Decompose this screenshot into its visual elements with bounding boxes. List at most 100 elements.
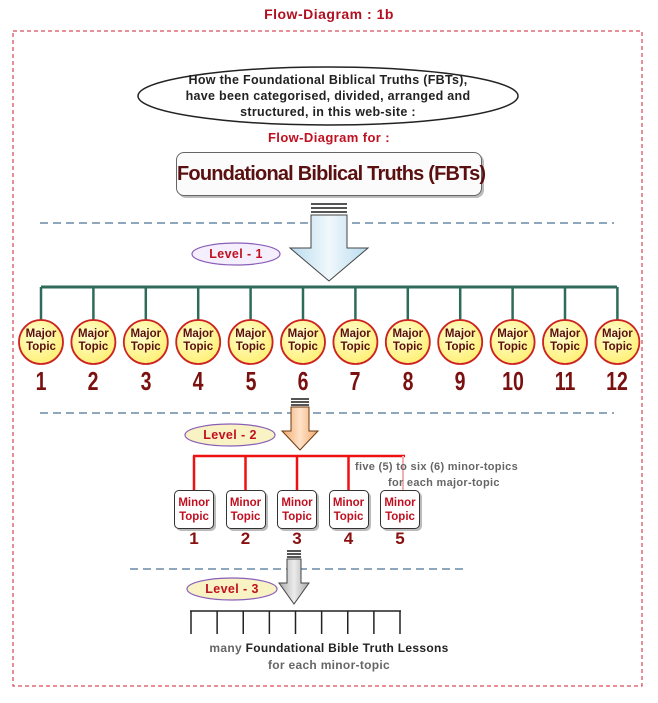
minor-topic-number: 5 xyxy=(395,529,405,548)
lessons-comb xyxy=(190,610,401,634)
major-topic-number: 12 xyxy=(606,366,629,396)
major-topic-word: Topic xyxy=(392,341,423,353)
major-topic-word: Major xyxy=(78,328,109,340)
major-topic-circle xyxy=(542,319,588,365)
major-topic-word: Major xyxy=(444,328,476,340)
major-topic-circle xyxy=(384,319,431,365)
level-3-badge xyxy=(186,577,278,601)
major-topic-number: 8 xyxy=(402,366,414,396)
major-topic-circle xyxy=(332,319,379,365)
major-topic-number: 5 xyxy=(245,366,257,396)
major-topic-word: Major xyxy=(602,328,633,340)
major-topic-branches xyxy=(39,287,619,320)
minor-topic-word: Minor xyxy=(178,497,210,509)
major-topic-word: Major xyxy=(235,328,266,340)
minor-topic-tree xyxy=(193,454,405,493)
intro-line-2: have been categorised, divided, arranged… xyxy=(185,89,471,103)
major-topic-word: Topic xyxy=(445,341,476,353)
flow-diagram-for-label: Flow-Diagram for : xyxy=(267,130,391,145)
major-topic-number: 7 xyxy=(349,366,361,396)
major-topic-word: Topic xyxy=(26,341,56,353)
minor-topic-word: Topic xyxy=(333,511,364,523)
level-2-label: Level - 2 xyxy=(203,428,257,442)
arrow-level-1 xyxy=(288,203,370,282)
minor-topics-note: five (5) to six (6) minor-topics for eac… xyxy=(355,459,518,491)
level-3-label: Level - 3 xyxy=(205,582,259,596)
minor-note-line-1: five (5) to six (6) minor-topics xyxy=(355,461,519,473)
minor-note-line-2: for each major-topic xyxy=(388,477,500,489)
major-topic-number: 3 xyxy=(140,366,152,396)
intro-line-3: structured, in this web-site : xyxy=(240,105,416,119)
page-title: Flow-Diagram : 1b xyxy=(264,6,394,22)
arrow-level-2 xyxy=(280,398,320,451)
major-topic-circle xyxy=(122,319,169,365)
level-2-badge xyxy=(184,423,276,447)
major-topic-number: 11 xyxy=(554,366,576,396)
minor-topic-word: Topic xyxy=(282,511,312,523)
major-topic-word: Major xyxy=(392,328,424,340)
fbt-box: Foundational Biblical Truths (FBTs) xyxy=(176,152,486,196)
major-topic-word: Topic xyxy=(78,341,109,353)
outer-frame xyxy=(12,30,643,687)
minor-topic-number: 3 xyxy=(292,529,302,548)
minor-topic-word: Topic xyxy=(230,511,261,523)
intro-ellipse xyxy=(137,66,519,126)
major-topic-number: 2 xyxy=(87,366,99,396)
intro-line-1: How the Foundational Biblical Truths (FB… xyxy=(188,73,468,87)
major-topic-word: Topic xyxy=(497,341,528,353)
minor-topic-word: Topic xyxy=(179,511,209,523)
major-topic-circles xyxy=(18,319,641,365)
major-topic-word: Topic xyxy=(235,341,266,353)
minor-topic-word: Minor xyxy=(229,497,262,509)
minor-topic-number: 1 xyxy=(189,529,199,548)
major-topic-word: Major xyxy=(340,328,371,340)
major-topic-word: Topic xyxy=(340,341,371,353)
major-topic-word: Major xyxy=(25,328,57,340)
major-topic-circle xyxy=(280,319,326,365)
intro-text: How the Foundational Biblical Truths (FB… xyxy=(140,72,516,120)
major-topic-number: 10 xyxy=(501,366,524,396)
minor-topic-number: 4 xyxy=(343,529,354,548)
lessons-many: many xyxy=(209,641,242,655)
major-topic-word: Major xyxy=(497,328,528,340)
major-topic-circle xyxy=(437,319,484,365)
major-topic-word: Major xyxy=(287,328,319,340)
minor-topic-word: Minor xyxy=(384,497,416,509)
arrow-level-3 xyxy=(278,550,310,605)
major-topic-word: Topic xyxy=(602,341,633,353)
major-topic-circle xyxy=(18,319,64,365)
lessons-title: Foundational Bible Truth Lessons xyxy=(245,641,449,655)
major-topic-word: Major xyxy=(130,328,162,340)
minor-topic-number: 2 xyxy=(240,529,251,548)
major-topic-word: Major xyxy=(549,328,581,340)
major-topic-circle xyxy=(175,319,222,365)
major-topic-word: Topic xyxy=(288,341,318,353)
minor-topic-word: Minor xyxy=(281,497,313,509)
major-topic-word: Topic xyxy=(550,341,580,353)
major-topic-number: 6 xyxy=(297,366,309,396)
major-topic-word: Topic xyxy=(130,341,161,353)
major-topic-number: 4 xyxy=(192,366,204,396)
major-topic-word: Major xyxy=(182,328,214,340)
level-1-label: Level - 1 xyxy=(209,247,263,261)
major-topic-circle xyxy=(70,319,117,365)
lessons-caption: many Foundational Bible Truth Lessons xyxy=(0,641,658,655)
minor-topic-word: Minor xyxy=(332,497,365,509)
major-topic-number: 9 xyxy=(454,366,466,396)
level-1-badge xyxy=(191,242,281,266)
